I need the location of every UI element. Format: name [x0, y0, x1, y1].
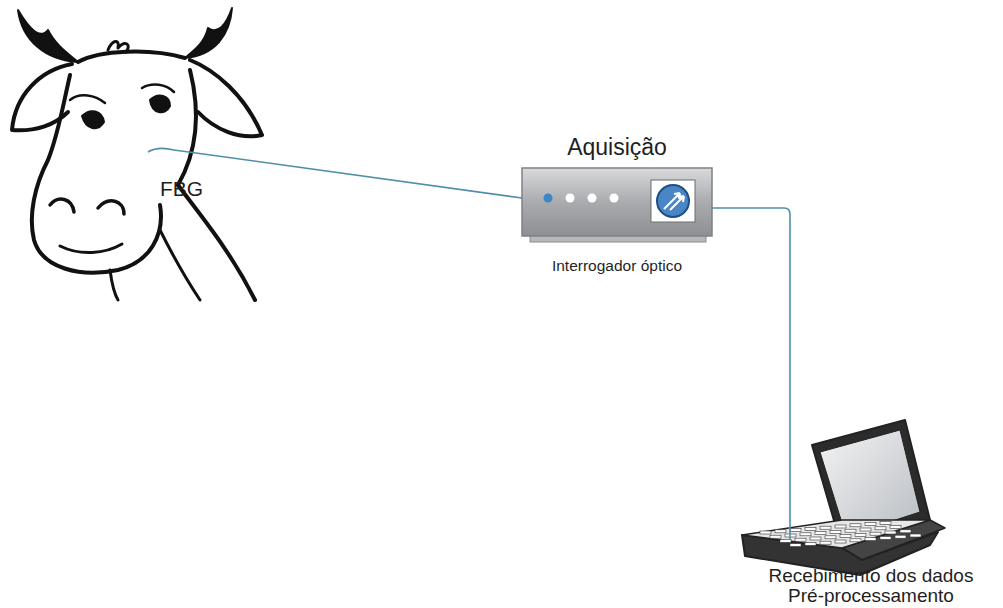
laptop — [742, 420, 945, 575]
fiber-connector — [148, 148, 522, 198]
interrogator-node: AquisiçãoInterrogador óptico — [500, 130, 735, 290]
node-label: FBG — [160, 178, 203, 200]
cow-illustration — [12, 8, 262, 300]
keyboard-keys — [760, 521, 921, 546]
computer-node: Recebimento dos dados Pré-processamento — [735, 420, 1000, 608]
fiber-connector — [712, 208, 790, 540]
node-label: Recebimento dos dados Pré-processamento — [751, 566, 991, 606]
interrogator-device — [522, 168, 712, 242]
sensor-node: FBG — [140, 150, 230, 210]
node-label: Aquisição — [567, 135, 667, 159]
node-label: Interrogador óptico — [552, 258, 682, 274]
